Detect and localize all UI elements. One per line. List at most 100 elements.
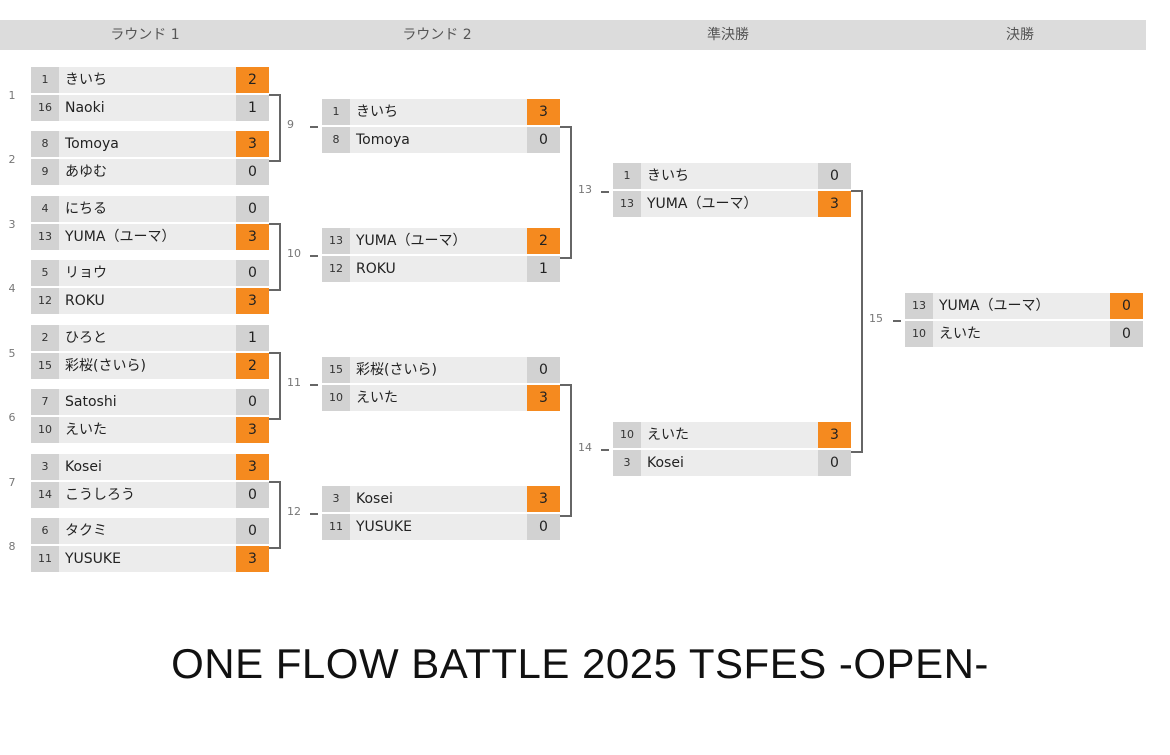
- bracket-connector-stub: [310, 255, 318, 257]
- player-name: タクミ: [59, 518, 236, 544]
- seed-number: 1: [613, 163, 641, 189]
- player-score: 3: [818, 422, 851, 448]
- player-name: きいち: [641, 163, 818, 189]
- seed-number: 8: [31, 131, 59, 157]
- player-name: にちる: [59, 196, 236, 222]
- round-2-header: ラウンド 2: [402, 27, 472, 43]
- bracket-connector-stub: [601, 191, 609, 193]
- player-score: 3: [236, 546, 269, 572]
- player-score: 1: [527, 256, 560, 282]
- seed-number: 16: [31, 95, 59, 121]
- match-number-label: 15: [869, 312, 883, 325]
- seed-number: 5: [31, 260, 59, 286]
- player-score: 3: [527, 385, 560, 411]
- player-name: こうしろう: [59, 482, 236, 508]
- player-name: えいた: [933, 321, 1110, 347]
- match-number-label: 2: [8, 153, 16, 166]
- bracket-connector-stub: [310, 384, 318, 386]
- seed-number: 11: [322, 514, 350, 540]
- player-name: Kosei: [350, 486, 527, 512]
- seed-number: 10: [613, 422, 641, 448]
- seed-number: 10: [322, 385, 350, 411]
- match-number-label: 10: [287, 247, 301, 260]
- player-name: YUMA（ユーマ）: [933, 293, 1110, 319]
- match-number-label: 1: [8, 89, 16, 102]
- player-score: 0: [1110, 293, 1143, 319]
- player-name: YUSUKE: [59, 546, 236, 572]
- seed-number: 14: [31, 482, 59, 508]
- player-name: きいち: [350, 99, 527, 125]
- match-number-label: 3: [8, 218, 16, 231]
- player-name: ROKU: [350, 256, 527, 282]
- seed-number: 10: [31, 417, 59, 443]
- player-name: えいた: [641, 422, 818, 448]
- seed-number: 9: [31, 159, 59, 185]
- round-1-header: ラウンド 1: [110, 27, 180, 43]
- seed-number: 13: [613, 191, 641, 217]
- bracket-connector: [560, 384, 572, 517]
- bracket-connector-stub: [601, 449, 609, 451]
- player-name: えいた: [350, 385, 527, 411]
- player-score: 3: [236, 288, 269, 314]
- player-name: 彩桜(さいら): [59, 353, 236, 379]
- bracket-connector-stub: [310, 126, 318, 128]
- player-name: Naoki: [59, 95, 236, 121]
- seed-number: 3: [613, 450, 641, 476]
- match-number-label: 7: [8, 476, 16, 489]
- player-name: えいた: [59, 417, 236, 443]
- seed-number: 4: [31, 196, 59, 222]
- seed-number: 1: [31, 67, 59, 93]
- round-header-bar: ラウンド 1 ラウンド 2 準決勝 決勝: [0, 20, 1146, 50]
- bracket-connector-stub: [893, 320, 901, 322]
- player-score: 2: [527, 228, 560, 254]
- match-number-label: 5: [8, 347, 16, 360]
- player-name: Kosei: [59, 454, 236, 480]
- player-name: きいち: [59, 67, 236, 93]
- player-name: Tomoya: [350, 127, 527, 153]
- seed-number: 15: [322, 357, 350, 383]
- player-score: 3: [527, 99, 560, 125]
- seed-number: 11: [31, 546, 59, 572]
- player-score: 3: [236, 224, 269, 250]
- seed-number: 8: [322, 127, 350, 153]
